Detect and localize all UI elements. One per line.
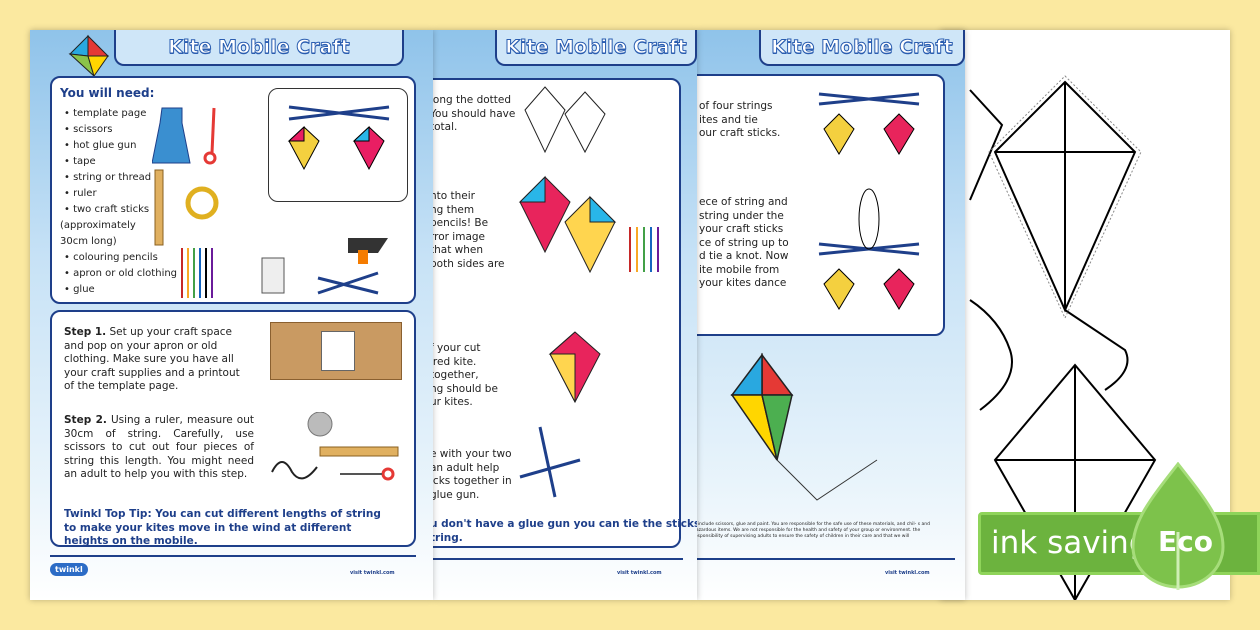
kite-step-illustrations bbox=[518, 86, 659, 498]
instruction-fragment: nto their ng them pencils! Be rror image… bbox=[433, 190, 505, 270]
top-tip: Twinkl Top Tip: You can cut different le… bbox=[64, 508, 381, 547]
step-1-label: Step 1. bbox=[64, 326, 107, 338]
supply-item: • glue bbox=[64, 284, 95, 295]
kite-mobile-preview bbox=[268, 88, 408, 202]
instructions-page-1: Kite Mobile Craft You will need: • templ… bbox=[30, 30, 433, 600]
twinkl-logo: twinkl bbox=[50, 563, 88, 576]
instructions-page-3: Kite Mobile Craft of four strings ites a… bbox=[697, 30, 965, 600]
template-page bbox=[940, 30, 1230, 600]
eco-label: Eco bbox=[1158, 525, 1213, 558]
string-ruler-scissors-illustration bbox=[271, 412, 399, 481]
instruction-fragment: e with your two an adult help icks toget… bbox=[433, 448, 512, 501]
supply-item: (approximately bbox=[60, 220, 136, 231]
colourful-kite-illustration bbox=[730, 352, 878, 501]
footer-divider bbox=[697, 558, 955, 560]
supply-item: • two craft sticks bbox=[64, 204, 150, 215]
instruction-fragment: f your cut ired kite. together, ng shoul… bbox=[433, 342, 498, 408]
step-1: Step 1. Set up your craft space and pop … bbox=[64, 326, 244, 394]
supply-item: • hot glue gun bbox=[64, 140, 137, 151]
step-2-label: Step 2. bbox=[64, 414, 107, 426]
eco-leaf-icon bbox=[1131, 462, 1225, 590]
kite-outline-templates bbox=[969, 75, 1157, 600]
ink-saving-badge: ink saving bbox=[978, 512, 1260, 575]
supply-item: 30cm long) bbox=[60, 236, 117, 247]
safety-disclaimer: ft include scissors, glue and paint. You… bbox=[697, 522, 930, 539]
instruction-fragment: ece of string and string under the your … bbox=[699, 196, 789, 289]
supply-item: • apron or old clothing bbox=[64, 268, 178, 279]
supply-item: • string or thread bbox=[64, 172, 152, 183]
kite-mobile-illustration bbox=[818, 92, 920, 310]
you-will-need-box: You will need: • template page • scissor… bbox=[50, 76, 416, 304]
step-2-text: Using a ruler, measure out 30cm of strin… bbox=[64, 414, 254, 480]
page-title: Kite Mobile Craft bbox=[114, 30, 404, 66]
instructions-box: of four strings ites and tie our craft s… bbox=[697, 74, 945, 336]
supply-item: • template page bbox=[64, 108, 147, 119]
instructions-page-2: Kite Mobile Craft long the dotted You sh… bbox=[433, 30, 697, 600]
supply-item: • tape bbox=[64, 156, 96, 167]
footer-divider bbox=[50, 555, 416, 557]
visit-link[interactable]: visit twinkl.com bbox=[617, 570, 662, 576]
instruction-fragment: of four strings ites and tie our craft s… bbox=[699, 100, 781, 139]
kite-logo-icon bbox=[68, 34, 110, 78]
craft-space-illustration bbox=[270, 322, 402, 380]
steps-box: Step 1. Set up your craft space and pop … bbox=[50, 310, 416, 547]
visit-link[interactable]: visit twinkl.com bbox=[885, 570, 930, 576]
glue-gun-and-sticks bbox=[317, 238, 388, 295]
page-title: Kite Mobile Craft bbox=[759, 30, 965, 66]
page-title: Kite Mobile Craft bbox=[495, 30, 697, 66]
supplies-illustrations bbox=[152, 107, 285, 298]
ink-saving-label: ink saving bbox=[991, 525, 1149, 561]
supply-item: • ruler bbox=[64, 188, 97, 199]
supplies-list: • template page • scissors • hot glue gu… bbox=[60, 106, 178, 298]
step-1-text: Set up your craft space and pop on your … bbox=[64, 326, 240, 392]
footer-divider bbox=[433, 558, 683, 560]
instructions-box: long the dotted You should have total. n… bbox=[433, 78, 697, 548]
step-2: Step 2. Using a ruler, measure out 30cm … bbox=[64, 414, 254, 482]
supply-item: • colouring pencils bbox=[64, 252, 158, 263]
needs-heading: You will need: bbox=[60, 86, 155, 100]
supply-item: • scissors bbox=[64, 124, 113, 135]
instruction-fragment: long the dotted You should have total. bbox=[433, 94, 516, 133]
kite-mobile-icon bbox=[287, 105, 390, 171]
visit-link[interactable]: visit twinkl.com bbox=[350, 570, 395, 576]
tip-fragment: u don't have a glue gun you can tie the … bbox=[433, 518, 697, 544]
